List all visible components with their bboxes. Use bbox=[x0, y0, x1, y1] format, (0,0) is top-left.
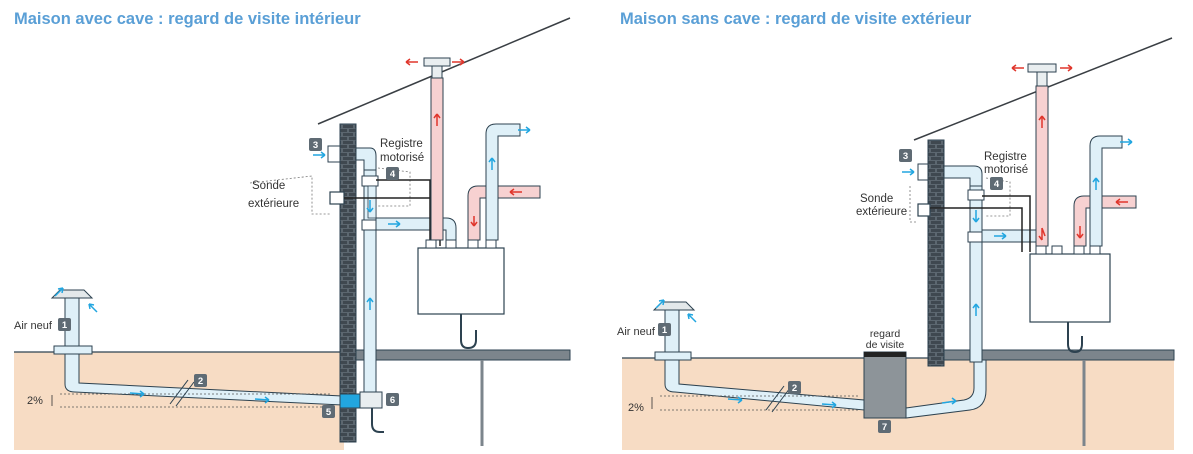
regard-interieur bbox=[339, 393, 361, 409]
svg-text:2: 2 bbox=[792, 383, 797, 394]
badge-2-left: 2 bbox=[194, 374, 207, 387]
underground-duct-left bbox=[64, 353, 343, 406]
badge-1-right: 1 bbox=[658, 323, 671, 336]
label-air-neuf-left: Air neuf bbox=[14, 320, 53, 332]
svg-text:7: 7 bbox=[882, 422, 887, 433]
wall-right bbox=[927, 139, 945, 367]
svg-text:5: 5 bbox=[326, 407, 332, 418]
label-registre-2-left: motorisé bbox=[380, 152, 424, 164]
roof-left bbox=[317, 17, 571, 125]
badge-3-left: 3 bbox=[309, 138, 322, 151]
exhaust-duct-right bbox=[1035, 85, 1049, 247]
right-panel: Air neuf 2% Sonde extérieure Registre mo… bbox=[617, 37, 1175, 450]
svg-text:3: 3 bbox=[313, 140, 318, 151]
badge-6-left: 6 bbox=[386, 393, 399, 406]
svg-text:2: 2 bbox=[198, 376, 203, 387]
exhaust-duct-left bbox=[430, 77, 444, 241]
label-slope-right: 2% bbox=[628, 402, 644, 414]
left-panel: Air neuf 2% Sonde extérieure Registre mo… bbox=[14, 17, 571, 450]
label-sonde-2-left: extérieure bbox=[248, 198, 299, 210]
floor-slab-left bbox=[355, 349, 571, 361]
vertical-duct-right bbox=[969, 175, 983, 363]
svg-text:4: 4 bbox=[994, 179, 1000, 190]
regard-exterieur bbox=[863, 351, 907, 419]
title-left: Maison avec cave : regard de visite inté… bbox=[14, 10, 361, 28]
label-sonde-2-right: extérieure bbox=[856, 206, 907, 218]
svg-text:3: 3 bbox=[903, 151, 908, 162]
badge-4-right: 4 bbox=[990, 177, 1003, 190]
label-slope-left: 2% bbox=[27, 395, 43, 407]
label-sonde-1-left: Sonde bbox=[252, 180, 285, 192]
arrows-right bbox=[655, 64, 1133, 409]
label-sonde-1-right: Sonde bbox=[860, 193, 893, 205]
badge-7-right: 7 bbox=[878, 420, 891, 433]
underground-duct-right bbox=[664, 359, 865, 411]
label-registre-1-right: Registre bbox=[984, 151, 1027, 163]
label-registre-2-right: motorisé bbox=[984, 164, 1028, 176]
svg-text:1: 1 bbox=[62, 320, 68, 331]
vmc-unit-left bbox=[417, 247, 505, 315]
air-intake-right bbox=[652, 301, 696, 361]
badge-4-left: 4 bbox=[386, 167, 399, 180]
sonde-box-right bbox=[917, 203, 931, 217]
arrows-left bbox=[54, 58, 531, 404]
label-regard-2: de visite bbox=[866, 339, 905, 351]
vmc-unit-right bbox=[1029, 253, 1111, 323]
badge-3-right: 3 bbox=[899, 149, 912, 162]
label-regard-1: regard bbox=[870, 328, 901, 340]
svg-text:4: 4 bbox=[390, 169, 396, 180]
badge-2-right: 2 bbox=[788, 381, 801, 394]
svg-text:6: 6 bbox=[390, 395, 395, 406]
badge-5-left: 5 bbox=[322, 405, 335, 418]
label-air-neuf-right: Air neuf bbox=[617, 326, 656, 338]
svg-text:1: 1 bbox=[662, 325, 668, 336]
title-right: Maison sans cave : regard de visite exté… bbox=[620, 10, 972, 28]
label-registre-1-left: Registre bbox=[380, 138, 423, 150]
badge-1-left: 1 bbox=[58, 318, 71, 331]
sonde-box-left bbox=[329, 191, 345, 205]
